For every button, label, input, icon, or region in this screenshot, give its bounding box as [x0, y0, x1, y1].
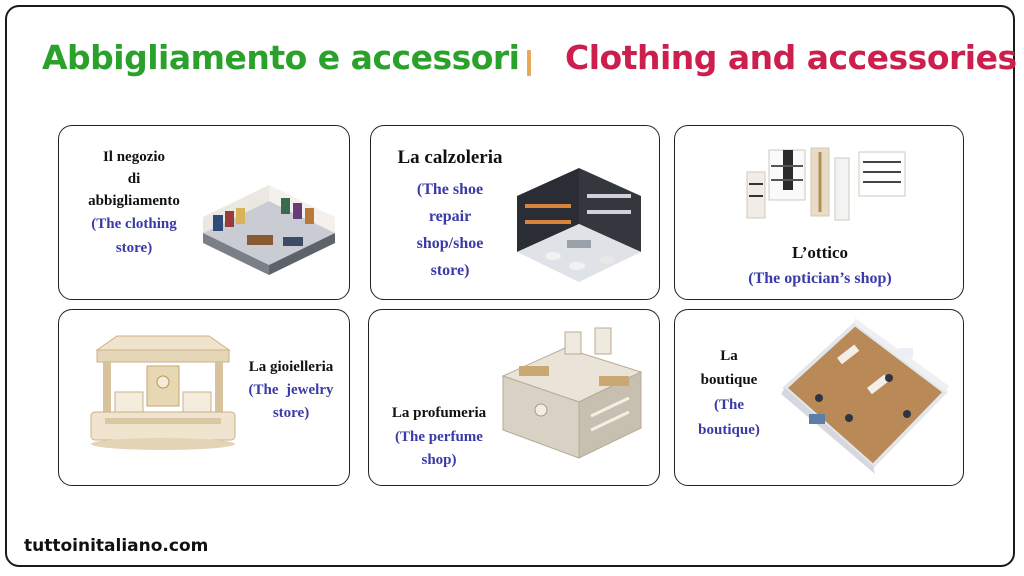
english-translation: boutique)	[698, 422, 760, 438]
english-translation: (The	[714, 397, 744, 413]
card-label: L’ottico (The optician’s shop)	[685, 242, 955, 290]
italian-term: La	[720, 348, 738, 364]
english-translation: shop/shoe	[416, 235, 484, 252]
english-translation: (The clothing	[91, 216, 177, 232]
english-translation: store)	[430, 262, 470, 279]
title-separator	[527, 50, 531, 76]
clothing-store-image	[203, 185, 335, 275]
page-title: Abbigliamento e accessori Clothing and a…	[0, 38, 1024, 88]
boutique-image	[781, 318, 949, 474]
card-label: La gioielleria (The jewelry store)	[235, 356, 347, 424]
jewelry-kiosk-image	[90, 335, 236, 450]
italian-term: L’ottico	[791, 243, 849, 262]
english-translation: store)	[115, 240, 153, 256]
italian-term: abbigliamento	[88, 193, 180, 209]
english-translation: repair	[428, 208, 472, 225]
english-translation: shop)	[421, 452, 457, 468]
shoe-store-image	[517, 168, 641, 282]
card-label: Il negozio di abbigliamento (The clothin…	[69, 146, 199, 260]
italian-term: La profumeria	[391, 405, 487, 421]
english-translation: (The jewelry	[248, 382, 334, 398]
italian-term: di	[127, 171, 141, 187]
card-shoe-store: La calzoleria (The shoe repair shop/shoe…	[370, 125, 660, 300]
card-clothing-store: Il negozio di abbigliamento (The clothin…	[58, 125, 350, 300]
title-italian: Abbigliamento e accessori	[42, 38, 520, 77]
card-label: La calzoleria (The shoe repair shop/shoe…	[383, 146, 517, 284]
card-label: La profumeria (The perfume shop)	[377, 402, 501, 472]
title-english: Clothing and accessories	[565, 38, 1017, 77]
card-jewelry-store: La gioielleria (The jewelry store)	[58, 309, 350, 486]
english-translation: (The shoe	[416, 181, 484, 198]
card-perfume-shop: La profumeria (The perfume shop)	[368, 309, 660, 486]
optician-display-image	[746, 147, 906, 221]
card-optician: L’ottico (The optician’s shop)	[674, 125, 964, 300]
card-label: La boutique (The boutique)	[679, 344, 779, 442]
english-translation: (The perfume	[395, 429, 483, 445]
english-translation: store)	[272, 405, 310, 421]
italian-term: La calzoleria	[397, 147, 503, 168]
card-boutique: La boutique (The boutique)	[674, 309, 964, 486]
english-translation: (The optician’s shop)	[748, 270, 892, 287]
italian-term: Il negozio	[102, 149, 166, 165]
italian-term: boutique	[700, 372, 758, 388]
perfume-shop-image	[501, 327, 643, 459]
italian-term: La gioielleria	[248, 359, 334, 375]
site-footer: tuttoinitaliano.com	[24, 536, 209, 556]
